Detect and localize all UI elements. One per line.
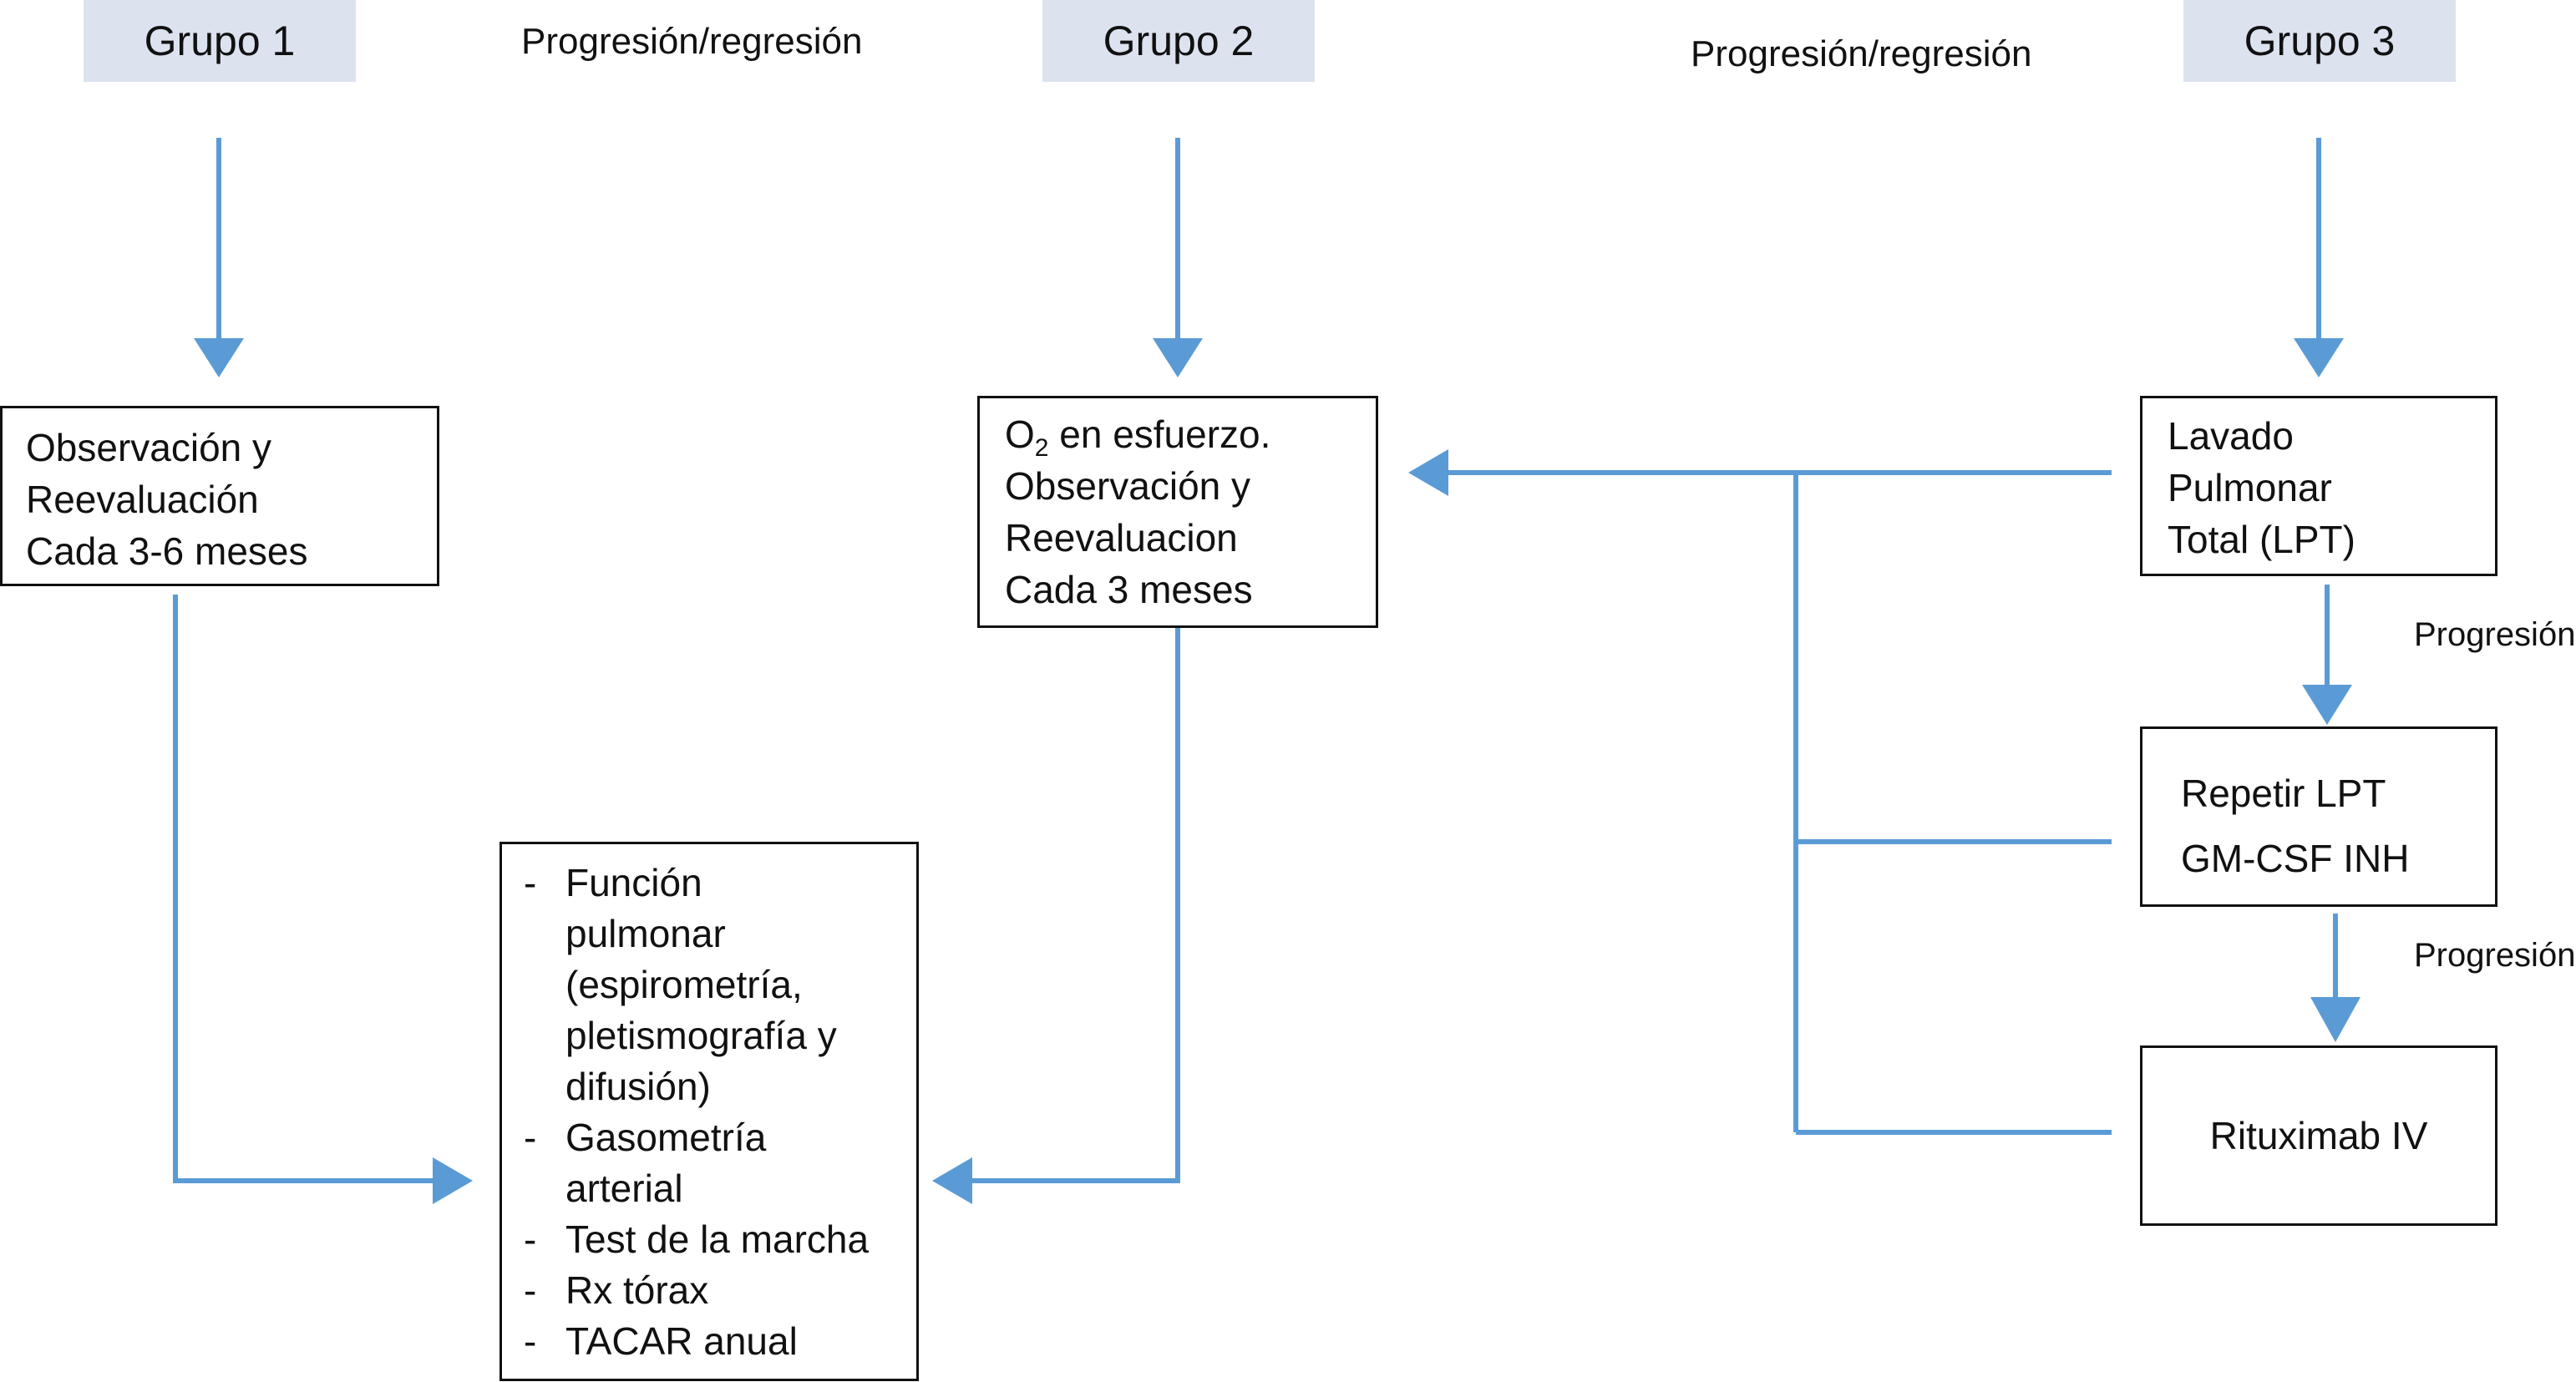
oxygen-symbol: O — [1005, 413, 1035, 456]
group2-header: Grupo 2 — [1042, 0, 1315, 82]
list-dash: - — [524, 1319, 537, 1363]
progression-label-1: Progresión — [2414, 616, 2576, 653]
evaluation-item-hrct: - TACAR anual — [502, 1316, 916, 1367]
group1-header-label: Grupo 1 — [144, 18, 296, 64]
progression-regression-label-2: Progresión/regresión — [1691, 33, 2032, 74]
list-dash: - — [524, 1217, 537, 1261]
arrowhead-box2-evaluation — [932, 1157, 972, 1204]
arrowhead-to-rituximab — [2310, 997, 2360, 1042]
group3-header-label: Grupo 3 — [2244, 18, 2396, 64]
group1-line-1: Observación y — [26, 426, 272, 469]
lpt-box: Lavado Pulmonar Total (LPT) — [2140, 396, 2497, 576]
group1-line-2: Reevaluación — [26, 478, 259, 521]
group3-header: Grupo 3 — [2183, 0, 2456, 82]
group1-header: Grupo 1 — [84, 0, 356, 82]
group2-oxygen-box: O2 en esfuerzo. Observación y Reevaluaci… — [977, 396, 1378, 628]
evaluation-item-walk-test: - Test de la marcha — [502, 1214, 916, 1265]
oxygen-rest: en esfuerzo. — [1048, 413, 1271, 456]
lpt-line-1: Lavado — [2168, 414, 2294, 458]
group2-header-label: Grupo 2 — [1103, 18, 1255, 64]
evaluation-box: - Función pulmonar (espirometría, pletis… — [499, 842, 919, 1381]
connector-box1-evaluation — [173, 595, 436, 1183]
list-dash: - — [524, 861, 537, 904]
group2-line-2: Observación y — [1005, 464, 1251, 508]
group2-line-4: Cada 3 meses — [1005, 568, 1253, 611]
group2-oxygen-line: O2 en esfuerzo. — [1005, 408, 1376, 463]
evaluation-item-pulmonary-function: - Función pulmonar (espirometría, pletis… — [502, 858, 916, 1112]
oxygen-subscript: 2 — [1034, 434, 1049, 463]
item-text: (espirometría, — [565, 963, 803, 1006]
item-text: Función — [565, 861, 702, 904]
progression-regression-label-1: Progresión/regresión — [521, 21, 863, 62]
rituximab-box: Rituximab IV — [2140, 1045, 2497, 1226]
item-text: Gasometría — [565, 1116, 767, 1159]
item-text: difusión) — [565, 1065, 711, 1108]
arrowhead-group2 — [1153, 338, 1203, 377]
group1-line-3: Cada 3-6 meses — [26, 529, 308, 573]
group1-observation-box: Observación y Reevaluación Cada 3-6 mese… — [0, 406, 439, 586]
evaluation-list: - Función pulmonar (espirometría, pletis… — [502, 858, 916, 1367]
rituximab-label: Rituximab IV — [2209, 1114, 2428, 1157]
item-text: TACAR anual — [565, 1319, 798, 1363]
evaluation-item-blood-gas: - Gasometría arterial — [502, 1112, 916, 1214]
arrowhead-group1 — [194, 338, 244, 377]
arrowhead-box1-evaluation — [433, 1157, 473, 1204]
item-text: Test de la marcha — [565, 1217, 870, 1261]
item-text: pletismografía y — [565, 1014, 837, 1057]
repeat-line-2: GM-CSF INH — [2181, 837, 2410, 880]
group2-line-3: Reevaluacion — [1005, 516, 1238, 559]
item-text: Rx tórax — [565, 1268, 709, 1312]
list-dash: - — [524, 1268, 537, 1312]
connector-box2-evaluation — [969, 626, 1180, 1183]
arrowhead-to-box2 — [1408, 449, 1448, 496]
evaluation-item-chest-xray: - Rx tórax — [502, 1265, 916, 1316]
lpt-line-2: Pulmonar — [2168, 466, 2332, 509]
repeat-line-1: Repetir LPT — [2181, 772, 2386, 815]
repeat-lpt-box: Repetir LPT GM-CSF INH — [2140, 726, 2497, 907]
arrowhead-group3 — [2294, 338, 2344, 377]
arrowhead-to-repeat — [2302, 685, 2352, 725]
progression-label-2: Progresión — [2414, 937, 2576, 974]
list-dash: - — [524, 1116, 537, 1159]
item-text: pulmonar — [565, 912, 726, 955]
item-text: arterial — [565, 1167, 683, 1210]
lpt-line-3: Total (LPT) — [2168, 518, 2355, 561]
